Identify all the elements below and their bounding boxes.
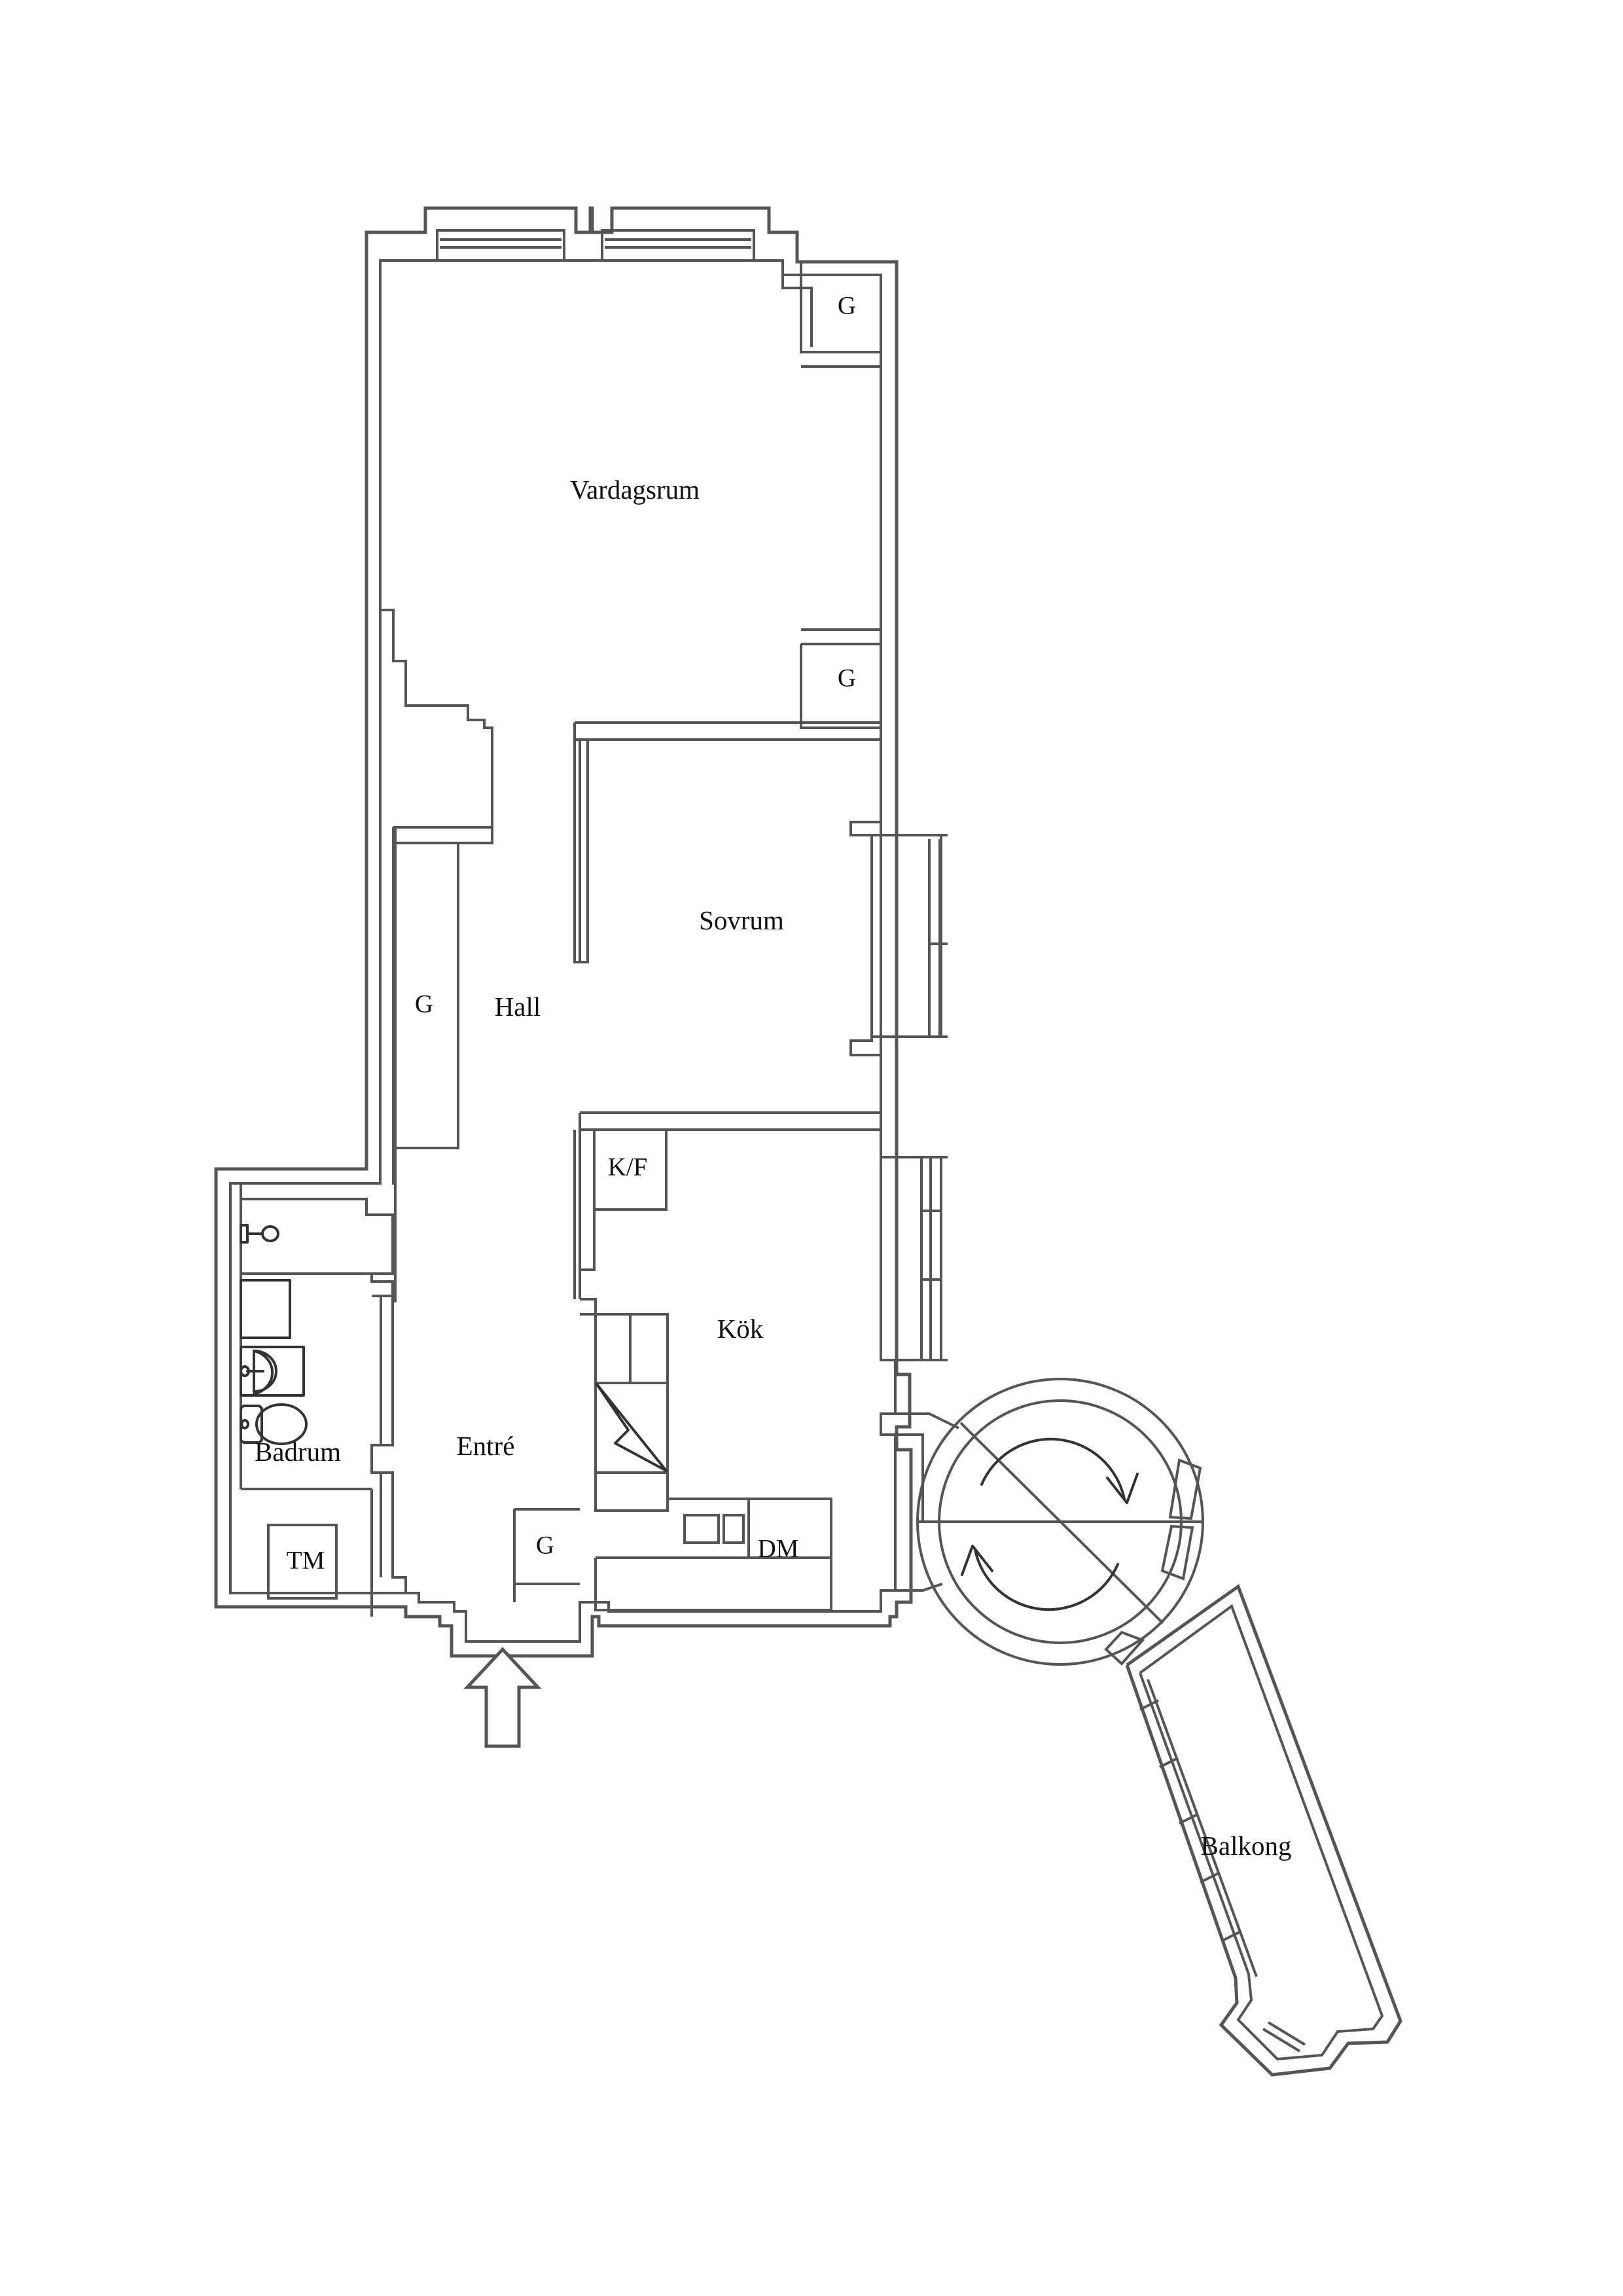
balcony-revolving-door [881, 1378, 1204, 1666]
entre-walls [370, 1182, 407, 1593]
room-label-entre: Entré [456, 1431, 515, 1461]
balkong-walls [1125, 1584, 1402, 2077]
annotation-diskmaskin: DM [757, 1534, 799, 1563]
door-swing-arrow-lower [961, 1545, 1119, 1611]
hall-closet [392, 827, 493, 1185]
room-label-kok: Kök [717, 1314, 764, 1344]
annotation-garderob-vardagsrum-bottom: G [837, 664, 857, 692]
annotation-kyl-frys: K/F [607, 1153, 648, 1181]
wall-sovrum-kok [579, 1111, 881, 1271]
shower-tray [240, 1279, 291, 1339]
kok-window-bay [881, 1156, 948, 1361]
annotation-garderob-vardagsrum-top: G [837, 291, 857, 320]
kitchen-counter [580, 1298, 832, 1611]
room-label-vardagsrum: Vardagsrum [569, 475, 700, 505]
wall-hall-sovrum [573, 740, 581, 962]
annotation-garderob-entre: G [535, 1531, 555, 1560]
room-label-sovrum: Sovrum [699, 905, 784, 935]
entrance-direction-arrow [463, 1647, 542, 1748]
room-label-balkong: Balkong [1200, 1831, 1292, 1861]
room-label-hall: Hall [494, 992, 541, 1022]
room-label-badrum: Badrum [254, 1437, 342, 1467]
sovrum-walls [849, 740, 948, 1113]
closet-vardagsrum-top [800, 260, 881, 368]
kf-cabinet [593, 1128, 668, 1211]
closet-entre [513, 1508, 580, 1602]
wall-hall-kok [573, 1130, 581, 1299]
closet-vardagsrum-bottom [800, 628, 881, 729]
faucet-icon [240, 1224, 279, 1244]
washing-machine-box [267, 1524, 338, 1600]
toilet-icon [240, 1403, 308, 1445]
bay-window-left [436, 229, 565, 262]
vardagsrum-walls [379, 260, 813, 829]
wash-basin-icon [240, 1346, 305, 1397]
door-swing-arrow-upper [980, 1437, 1139, 1504]
bay-window-right [601, 229, 755, 262]
annotation-garderob-hall: G [414, 990, 434, 1018]
annotation-tvattmaskin: TM [286, 1546, 325, 1575]
